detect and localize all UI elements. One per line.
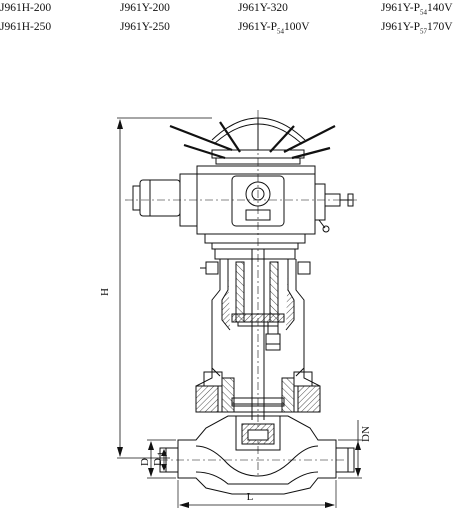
model-subscript: 54	[419, 8, 427, 17]
diameter-dimensions	[147, 439, 176, 479]
valve-body	[159, 415, 355, 495]
height-dimension	[117, 117, 212, 459]
model-prefix: J961Y-P	[381, 2, 420, 14]
length-label: L	[247, 491, 254, 503]
dn-dimension	[338, 420, 362, 479]
model-label: J961Y-200	[120, 2, 170, 14]
model-label: J961H-250	[0, 21, 52, 33]
model-list: J961H-200 J961Y-200 J961Y-320 J961Y-P541…	[0, 0, 455, 40]
model-suffix: 100V	[283, 21, 310, 33]
outer-diameter-label: D	[139, 458, 151, 466]
electric-actuator	[132, 165, 354, 250]
model-suffix: 170V	[426, 21, 453, 33]
model-label: J961Y-P54100V	[238, 20, 310, 38]
handwheel	[169, 117, 336, 165]
inner-diameter-subscript: 1	[156, 452, 166, 457]
model-subscript: 57	[419, 27, 427, 36]
inner-diameter-label: D 1	[152, 452, 166, 466]
model-prefix: J961Y-P	[381, 21, 420, 33]
yoke	[200, 248, 311, 420]
model-label: J961Y-P57170V	[381, 20, 453, 38]
height-label: H	[99, 288, 111, 296]
bonnet	[195, 368, 321, 413]
model-prefix: J961Y-P	[238, 21, 277, 33]
inner-diameter-letter: D	[152, 458, 164, 466]
length-dimension	[177, 480, 337, 508]
centerlines	[125, 110, 360, 478]
model-label: J961Y-320	[238, 2, 288, 14]
model-label: J961H-200	[0, 2, 52, 14]
model-label: J961Y-P54140V	[381, 1, 453, 19]
dn-label: DN	[360, 426, 372, 442]
model-label: J961Y-250	[120, 21, 170, 33]
model-suffix: 140V	[426, 2, 453, 14]
model-subscript: 54	[276, 27, 284, 36]
